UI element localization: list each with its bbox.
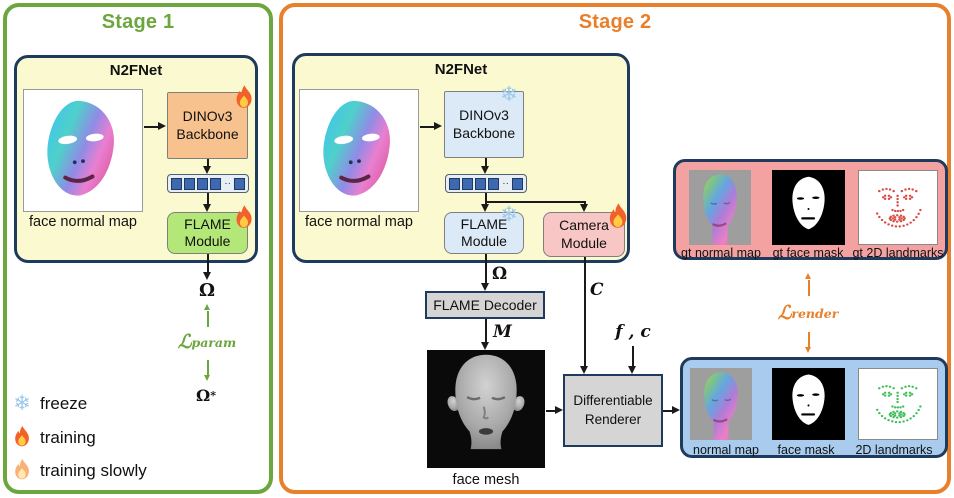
stage2-face-normal-map-caption: face normal map	[305, 214, 413, 230]
legend-training-slowly-label: training slowly	[40, 461, 147, 480]
camera-module-box: Camera Module	[543, 212, 625, 257]
token-square	[488, 177, 499, 190]
gt-2d-landmarks-caption: gt 2D landmarks	[852, 245, 944, 260]
stage1-face-normal-map-image	[23, 89, 143, 212]
snowflake-icon: ❄	[13, 391, 31, 415]
stage1-token-strip: ··	[167, 174, 249, 193]
fire-icon	[233, 204, 255, 230]
gt-face-mask-caption: gt face mask	[772, 245, 844, 260]
token-square	[234, 177, 245, 190]
renderer-line2: Renderer	[584, 411, 642, 427]
fire-light-icon	[12, 457, 32, 482]
token-ellipsis: ··	[502, 177, 509, 189]
snowflake-icon: ❄	[500, 202, 518, 226]
rendered-normal-map-caption: normal map	[693, 442, 759, 457]
fire-icon	[233, 84, 255, 110]
stage1-flame-module-box: FLAME Module	[167, 212, 248, 254]
face-mesh-image	[427, 350, 545, 468]
stage1-flame-line2: Module	[184, 233, 231, 249]
stage1-dinov3-line1: DINOv3	[182, 108, 233, 124]
stage2-n2fnet-title: N2FNet	[434, 60, 488, 78]
differentiable-renderer-box: Differentiable Renderer	[563, 374, 663, 447]
stage1-face-normal-map-caption: face normal map	[29, 214, 137, 230]
stage2-face-normal-map-image	[299, 89, 419, 212]
snowflake-icon: ❄	[500, 82, 518, 106]
fire-icon	[606, 202, 630, 230]
camera-module-line2: Module	[561, 234, 607, 251]
stage1-dinov3-backbone-box: DINOv3 Backbone	[167, 92, 248, 159]
stage2-flame-module-box: FLAME Module	[444, 212, 524, 254]
gt-2d-landmarks-image	[858, 170, 938, 245]
token-square	[210, 177, 221, 190]
token-square	[197, 177, 208, 190]
token-square	[449, 177, 460, 190]
fire-icon	[12, 424, 32, 449]
stage2-flame-line2: Module	[461, 233, 507, 249]
c-label: C	[590, 280, 604, 300]
rendered-face-mask-image	[772, 368, 845, 440]
stage2-dinov3-line1: DINOv3	[459, 107, 509, 123]
stage2-omega-label: Ω	[492, 264, 508, 284]
stage1-n2fnet-title: N2FNet	[109, 61, 163, 79]
token-square	[171, 177, 182, 190]
stage1-title: Stage 1	[101, 10, 175, 33]
token-square	[512, 177, 523, 190]
normal-map-face-shape	[47, 100, 114, 196]
fc-label: f , c	[615, 322, 651, 342]
stage1-omega-star-label: Ω*	[195, 385, 216, 405]
stage2-dinov3-backbone-box: DINOv3 Backbone	[444, 91, 524, 158]
token-ellipsis: ··	[224, 177, 231, 189]
token-square	[184, 177, 195, 190]
gt-face-mask-image	[772, 170, 845, 245]
stage2-flame-line1: FLAME	[460, 215, 508, 232]
rendered-2d-landmarks-caption: 2D landmarks	[855, 442, 933, 457]
token-square	[462, 177, 473, 190]
flame-decoder-box: FLAME Decoder	[425, 291, 545, 319]
rendered-2d-landmarks-image	[858, 368, 938, 440]
rendered-normal-map-image	[690, 368, 752, 440]
stage1-omega-label: Ω	[198, 279, 216, 301]
token-square	[475, 177, 486, 190]
stage2-token-strip: ··	[445, 174, 527, 193]
gt-normal-map-caption: gt normal map	[681, 245, 761, 260]
m-label: M	[493, 322, 512, 342]
stage2-dinov3-line2: Backbone	[452, 124, 516, 141]
rendered-face-mask-caption: face mask	[777, 442, 835, 457]
gt-normal-map-image	[689, 170, 751, 245]
camera-module-line1: Camera	[559, 217, 609, 233]
legend-training-label: training	[40, 428, 96, 447]
stage1-flame-line1: FLAME	[184, 215, 231, 232]
stage2-title: Stage 2	[578, 10, 652, 33]
renderer-line1: Differentiable	[573, 393, 653, 409]
stage1-dinov3-line2: Backbone	[176, 125, 239, 142]
face-mesh-caption: face mesh	[452, 472, 520, 488]
legend-freeze-label: freeze	[40, 394, 88, 413]
